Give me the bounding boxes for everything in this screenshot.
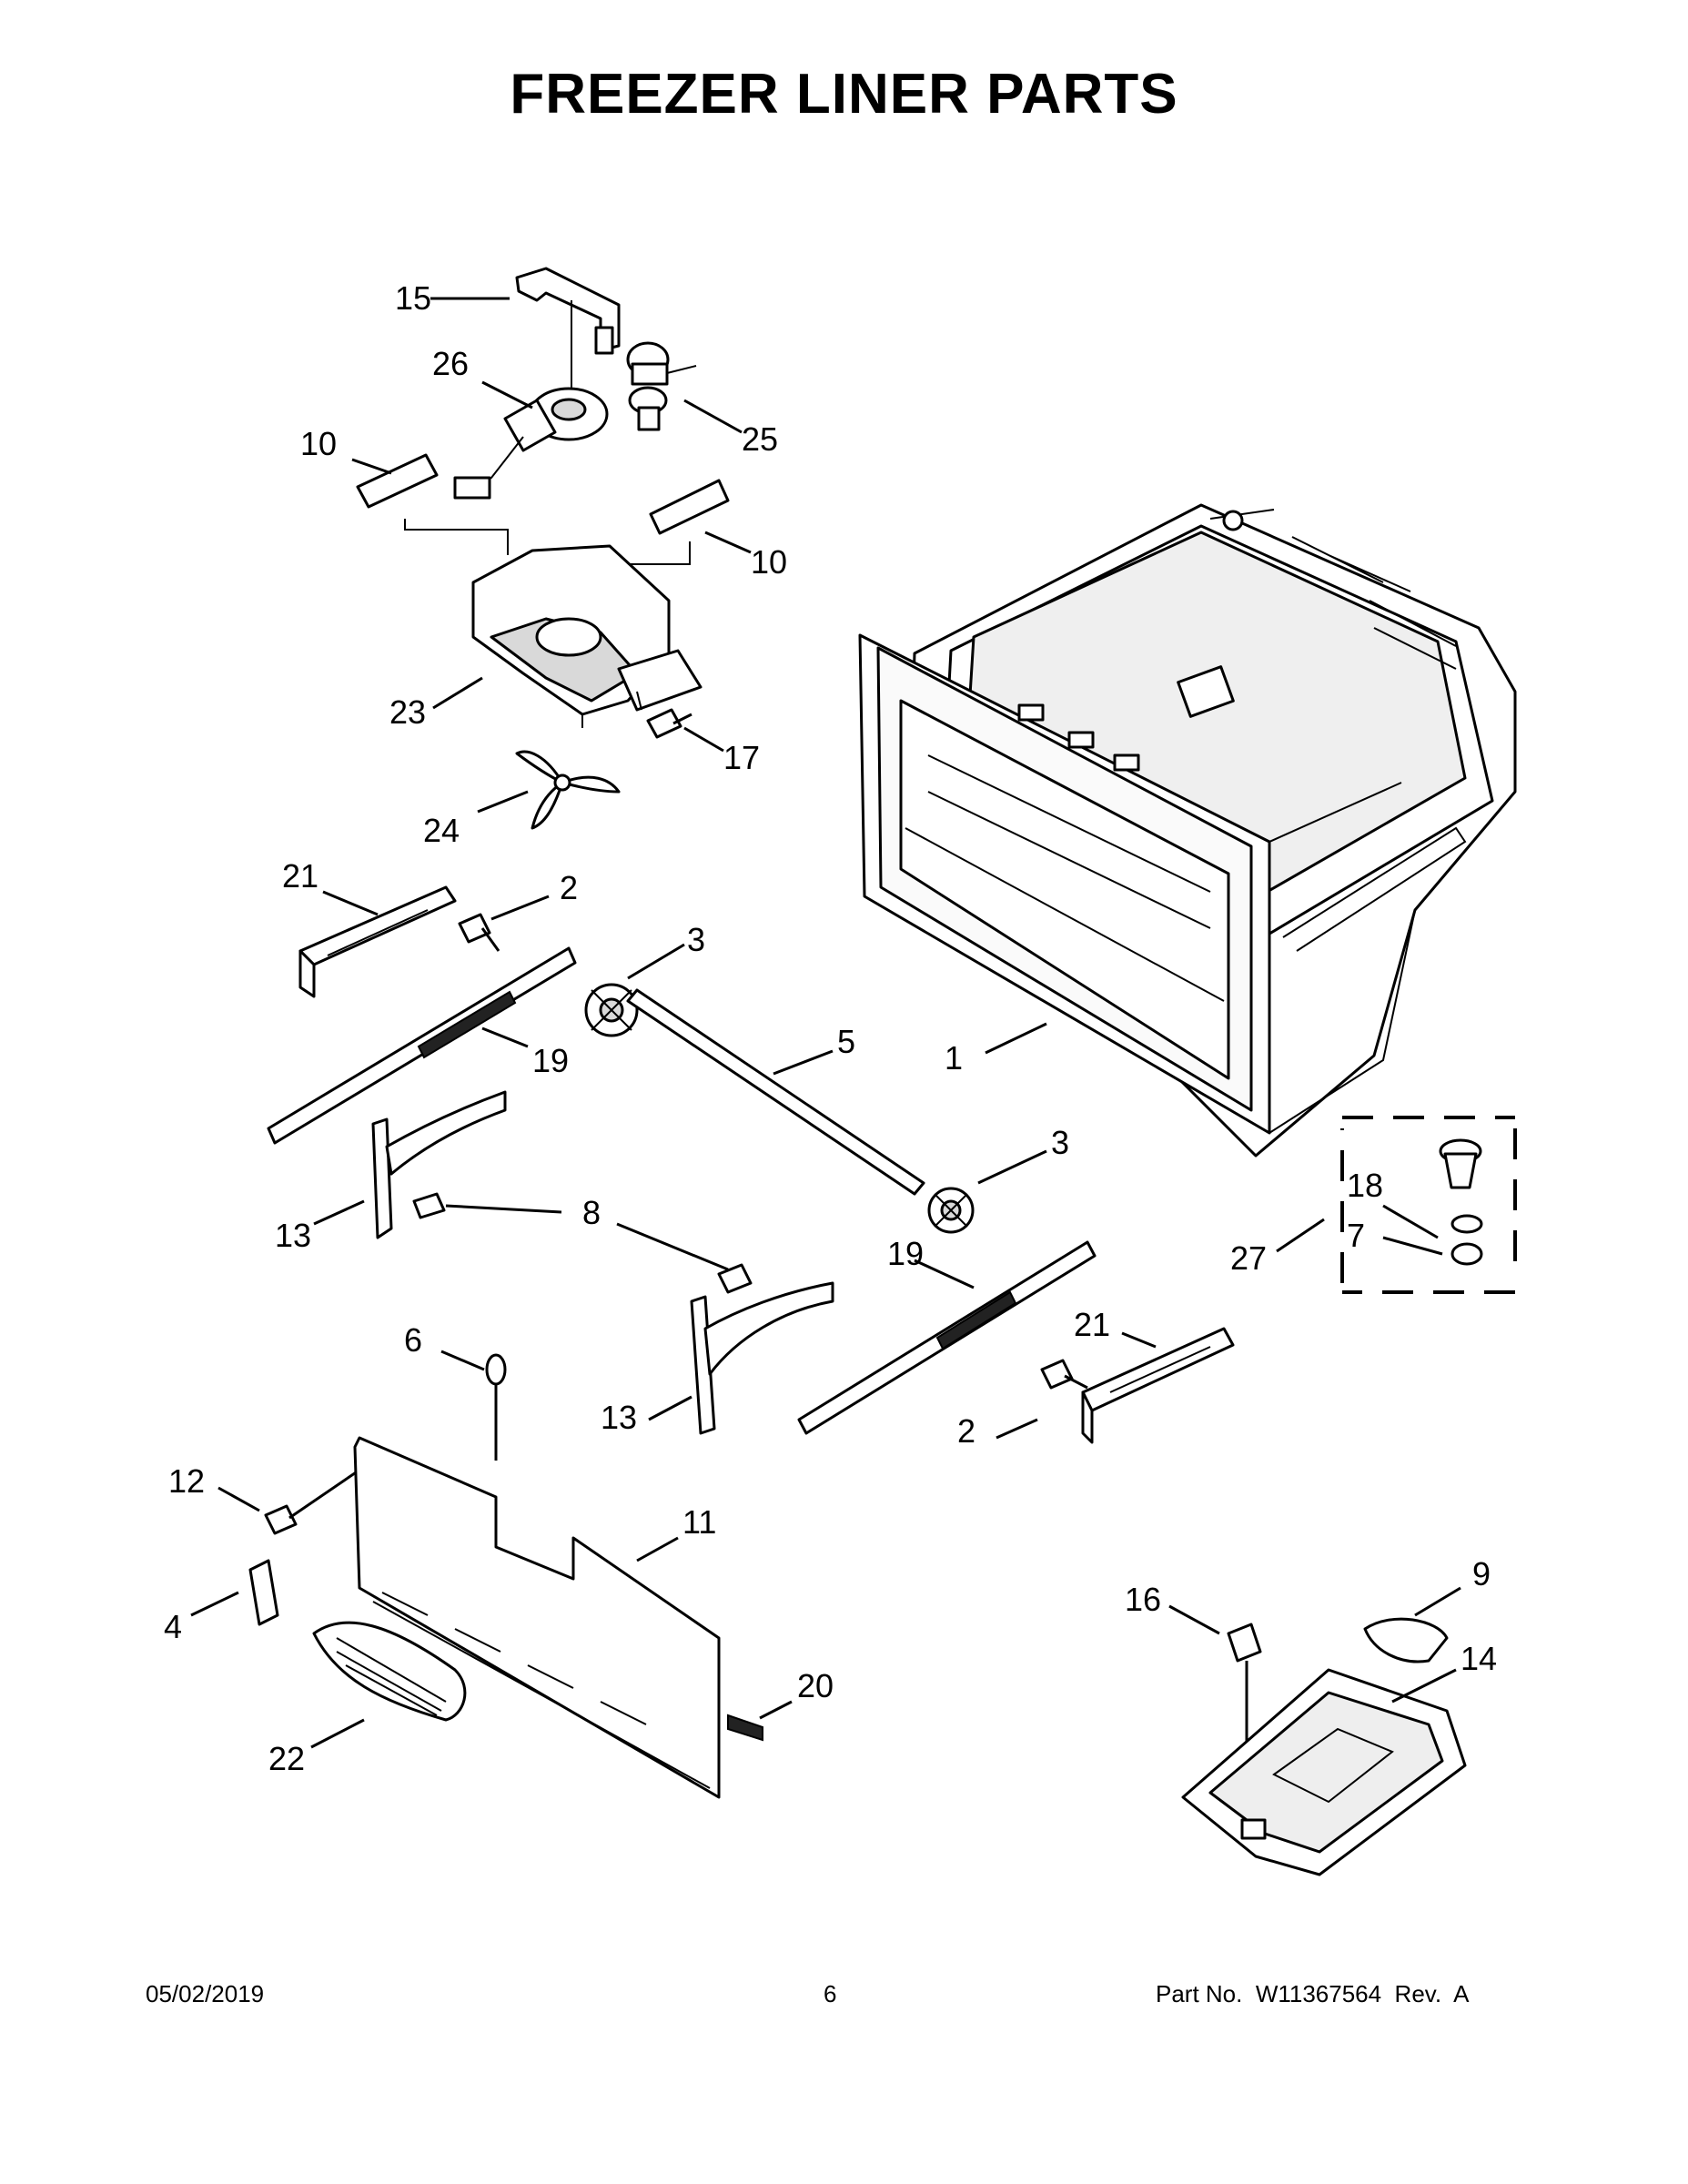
footer-part-number: Part No. W11367564 Rev. A xyxy=(1156,1980,1470,2007)
bracket-upper-drawing xyxy=(371,1090,507,1239)
callout-2-upper: 2 xyxy=(560,869,578,906)
callout-2-lower: 2 xyxy=(957,1412,975,1450)
callout-1: 1 xyxy=(945,1039,963,1077)
callout-18: 18 xyxy=(1347,1167,1383,1204)
valve-kit-drawing xyxy=(1340,1116,1517,1294)
callout-4: 4 xyxy=(164,1608,182,1645)
screw-8-left-drawing xyxy=(412,1192,446,1219)
callout-10-left: 10 xyxy=(300,425,337,462)
callout-24: 24 xyxy=(423,812,460,849)
bracket-lower-drawing xyxy=(690,1281,834,1435)
screw-17-drawing xyxy=(646,708,692,739)
cover-9-drawing xyxy=(1363,1617,1449,1663)
callout-22: 22 xyxy=(268,1740,305,1777)
shroud-clip-left-drawing xyxy=(298,885,457,998)
fan-blade-drawing xyxy=(515,750,621,830)
slide-rail-upper-drawing xyxy=(267,946,577,1145)
gear-lower-drawing xyxy=(927,1187,975,1234)
callout-13-lower: 13 xyxy=(601,1399,637,1436)
leader-lines xyxy=(190,297,1461,1749)
footer-date: 05/02/2019 xyxy=(146,1980,265,2007)
callout-19-lower: 19 xyxy=(887,1235,924,1272)
freezer-liner-drawing xyxy=(858,503,1517,1158)
damper-bracket-drawing xyxy=(515,267,621,405)
callout-9: 9 xyxy=(1472,1555,1491,1592)
screw-8-right-drawing xyxy=(717,1263,753,1294)
page-title: FREEZER LINER PARTS xyxy=(510,63,1178,126)
motor-drawing xyxy=(453,387,609,500)
screw-12-drawing xyxy=(264,1465,365,1535)
callout-25: 25 xyxy=(742,420,778,458)
rod-drawing xyxy=(626,988,925,1196)
callout-11: 11 xyxy=(682,1503,716,1541)
grille-drawing xyxy=(312,1621,467,1722)
screw-2-lower-drawing xyxy=(1040,1359,1088,1390)
callout-14: 14 xyxy=(1461,1640,1497,1677)
callout-27: 27 xyxy=(1230,1239,1267,1277)
footer-page-number: 6 xyxy=(824,1980,837,2007)
callout-23: 23 xyxy=(389,693,426,731)
cover-clip-drawing xyxy=(248,1559,279,1626)
drain-pan-drawing xyxy=(1181,1668,1467,1876)
sensor-drawing xyxy=(485,1353,507,1461)
callout-10-right: 10 xyxy=(751,543,787,581)
callout-19-upper: 19 xyxy=(532,1042,569,1079)
callout-labels: 15 26 25 10 10 23 17 24 21 2 3 19 5 1 3 … xyxy=(164,279,1497,1777)
callout-15: 15 xyxy=(395,279,431,317)
callout-26: 26 xyxy=(432,345,469,382)
callout-6: 6 xyxy=(404,1321,422,1359)
rear-panel-drawing xyxy=(353,1436,721,1799)
callout-5: 5 xyxy=(837,1023,855,1060)
callout-16: 16 xyxy=(1125,1581,1161,1618)
callout-21-upper: 21 xyxy=(282,857,318,895)
callout-21-lower: 21 xyxy=(1074,1306,1110,1343)
callout-13-upper: 13 xyxy=(275,1217,311,1254)
damper-drawing xyxy=(626,341,697,431)
screw-2-upper-drawing xyxy=(458,913,500,952)
callout-20: 20 xyxy=(797,1667,834,1704)
callout-8: 8 xyxy=(582,1194,601,1231)
foam-strip-drawing xyxy=(727,1714,763,1742)
gear-upper-drawing xyxy=(584,983,639,1037)
foam-pad-left-drawing xyxy=(356,453,509,555)
callout-7: 7 xyxy=(1347,1217,1365,1254)
shroud-clip-right-drawing xyxy=(1081,1327,1235,1444)
callout-17: 17 xyxy=(723,739,760,776)
fan-housing-drawing xyxy=(471,544,702,728)
callout-12: 12 xyxy=(168,1462,205,1500)
slide-rail-lower-drawing xyxy=(797,1240,1097,1435)
callout-3-upper: 3 xyxy=(687,921,705,958)
callout-3-lower: 3 xyxy=(1051,1124,1069,1161)
